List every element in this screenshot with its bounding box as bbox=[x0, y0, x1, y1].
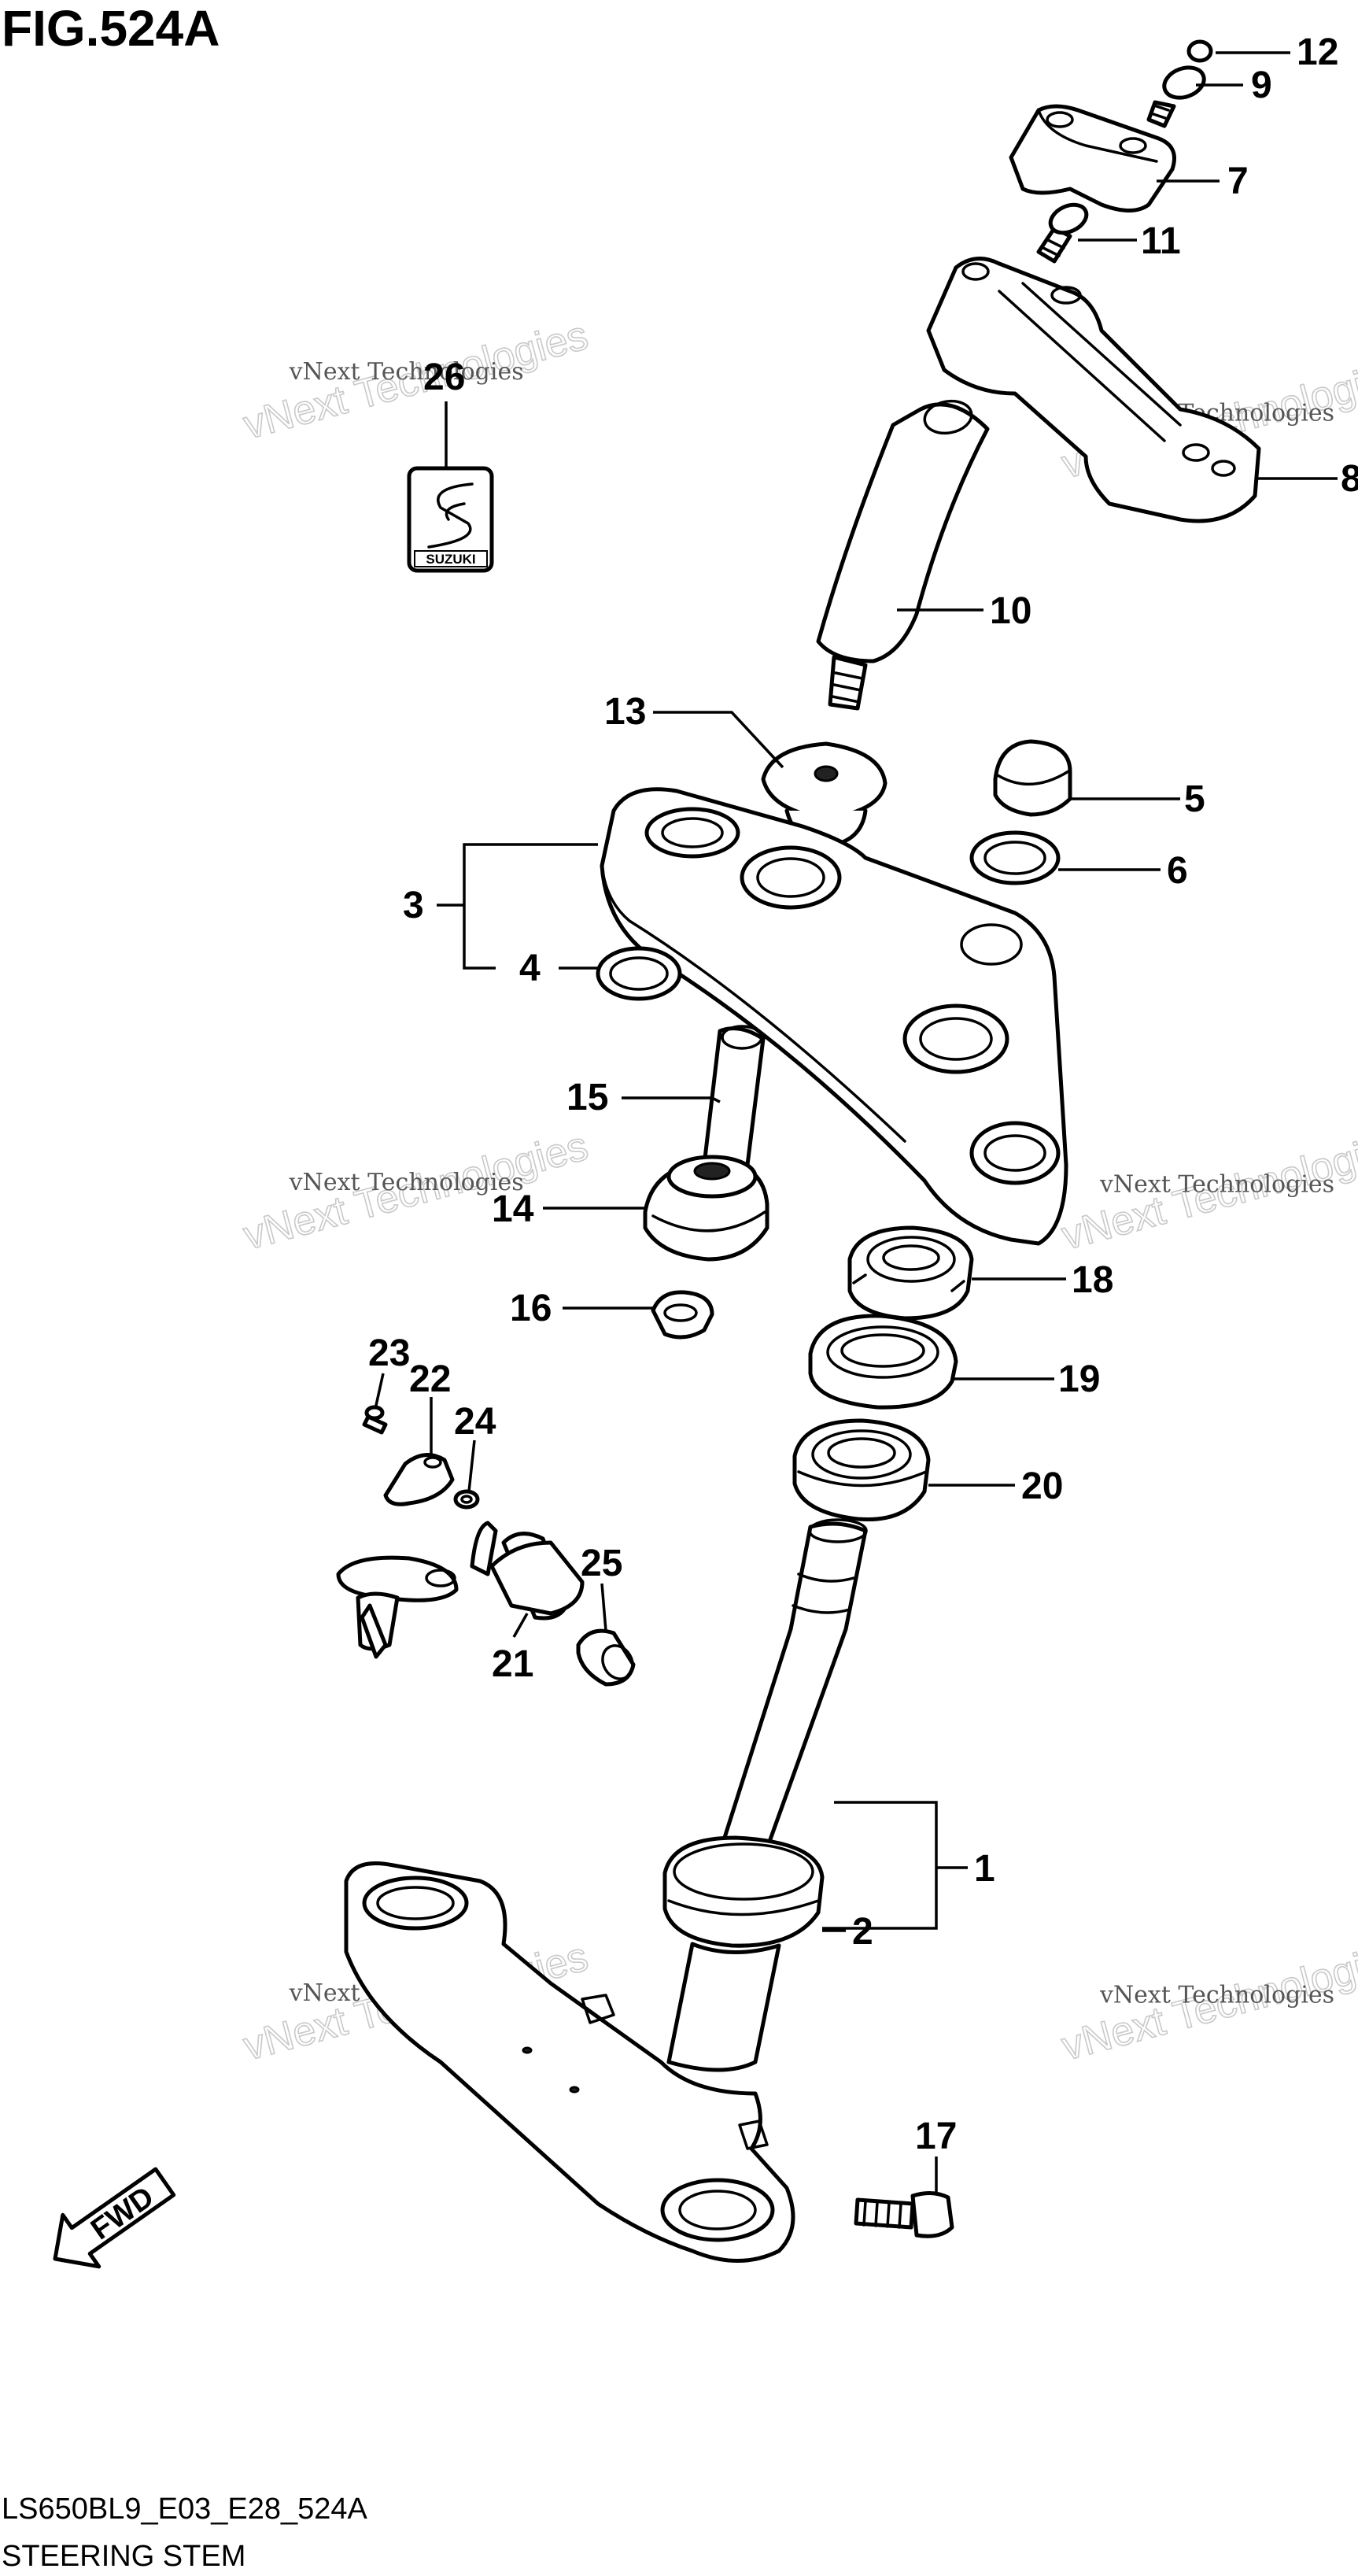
watermark-text: vNext Technologies bbox=[289, 358, 524, 386]
callout-15: 15 bbox=[566, 1077, 608, 1118]
watermark: vNext Technologies vNext Technologies bbox=[238, 312, 593, 449]
callout-18: 18 bbox=[1072, 1259, 1113, 1301]
callout-19: 19 bbox=[1058, 1358, 1100, 1400]
callout-24: 24 bbox=[454, 1401, 496, 1443]
watermark: vNext Technologies vNext Technologies bbox=[1057, 1933, 1358, 2070]
callout-20: 20 bbox=[1021, 1465, 1063, 1507]
figure-title: FIG.524A bbox=[2, 0, 220, 57]
callout-2: 2 bbox=[852, 1911, 873, 1953]
callout-25: 25 bbox=[581, 1543, 622, 1584]
part-4-washer bbox=[596, 946, 682, 1001]
callout-14: 14 bbox=[492, 1188, 534, 1230]
leader-lines bbox=[374, 51, 1338, 2192]
part-22-plate bbox=[383, 1453, 455, 1506]
callout-21: 21 bbox=[492, 1643, 533, 1685]
part-17-bolt bbox=[854, 2191, 954, 2238]
part-19-race bbox=[808, 1314, 958, 1410]
part-14-damper bbox=[643, 1155, 769, 1262]
callout-8: 8 bbox=[1341, 458, 1358, 500]
callout-6: 6 bbox=[1167, 850, 1188, 892]
callout-9: 9 bbox=[1251, 65, 1272, 106]
emblem-text: SUZUKI bbox=[426, 552, 475, 567]
callout-26: 26 bbox=[423, 357, 465, 398]
part-12-cap bbox=[1186, 39, 1213, 63]
callout-13: 13 bbox=[604, 691, 646, 733]
callout-12: 12 bbox=[1297, 31, 1338, 73]
part-1-steering-stem bbox=[344, 1518, 868, 2263]
part-9-bolt bbox=[1146, 65, 1206, 128]
part-26-emblem: SUZUKI bbox=[407, 466, 494, 573]
watermark: vNext Technologies vNext Technologies bbox=[238, 1122, 593, 1259]
part-10-riser bbox=[816, 399, 990, 711]
part-23-screw bbox=[362, 1405, 388, 1435]
part-11-bolt bbox=[1036, 202, 1089, 264]
callout-5: 5 bbox=[1184, 778, 1205, 820]
footer-code: LS650BL9_E03_E28_524A bbox=[2, 2493, 368, 2526]
callout-3: 3 bbox=[403, 885, 424, 926]
part-20-bearing bbox=[792, 1418, 931, 1522]
part-5-nut bbox=[993, 739, 1072, 817]
part-16-cap bbox=[651, 1290, 714, 1340]
fwd-arrow-icon: FWD bbox=[53, 2167, 176, 2269]
callout-11: 11 bbox=[1141, 220, 1181, 262]
callout-23: 23 bbox=[368, 1332, 410, 1374]
footer-name: STEERING STEM bbox=[2, 2540, 245, 2573]
callout-16: 16 bbox=[510, 1288, 552, 1329]
callout-7: 7 bbox=[1227, 161, 1249, 202]
callout-4: 4 bbox=[519, 948, 541, 989]
part-24-washer bbox=[453, 1489, 480, 1510]
watermark-text: vNext Technologies bbox=[1099, 1170, 1334, 1198]
part-21-switch bbox=[336, 1521, 585, 1659]
callout-22: 22 bbox=[409, 1358, 451, 1400]
callout-10: 10 bbox=[990, 590, 1031, 632]
watermark: vNext Technologies vNext Technologies bbox=[1057, 1122, 1358, 1259]
callout-labels: 12 9 7 11 8 26 10 13 5 6 3 4 15 14 16 18… bbox=[368, 31, 1358, 2157]
watermark-text: vNext Technologies bbox=[1099, 1981, 1334, 2009]
callout-1: 1 bbox=[974, 1848, 995, 1890]
part-3-upper-bracket bbox=[600, 787, 1068, 1246]
callout-17: 17 bbox=[915, 2116, 957, 2157]
watermark-group: vNext Technologies vNext Technologies vN… bbox=[238, 312, 1358, 2070]
part-25-cap bbox=[576, 1628, 636, 1687]
part-18-locknut bbox=[847, 1225, 974, 1321]
part-6-washer bbox=[969, 830, 1061, 885]
part-7-holder-upper bbox=[1009, 104, 1176, 213]
watermark-text: vNext Technologies bbox=[289, 1169, 524, 1196]
part-8-holder-lower bbox=[926, 257, 1261, 523]
